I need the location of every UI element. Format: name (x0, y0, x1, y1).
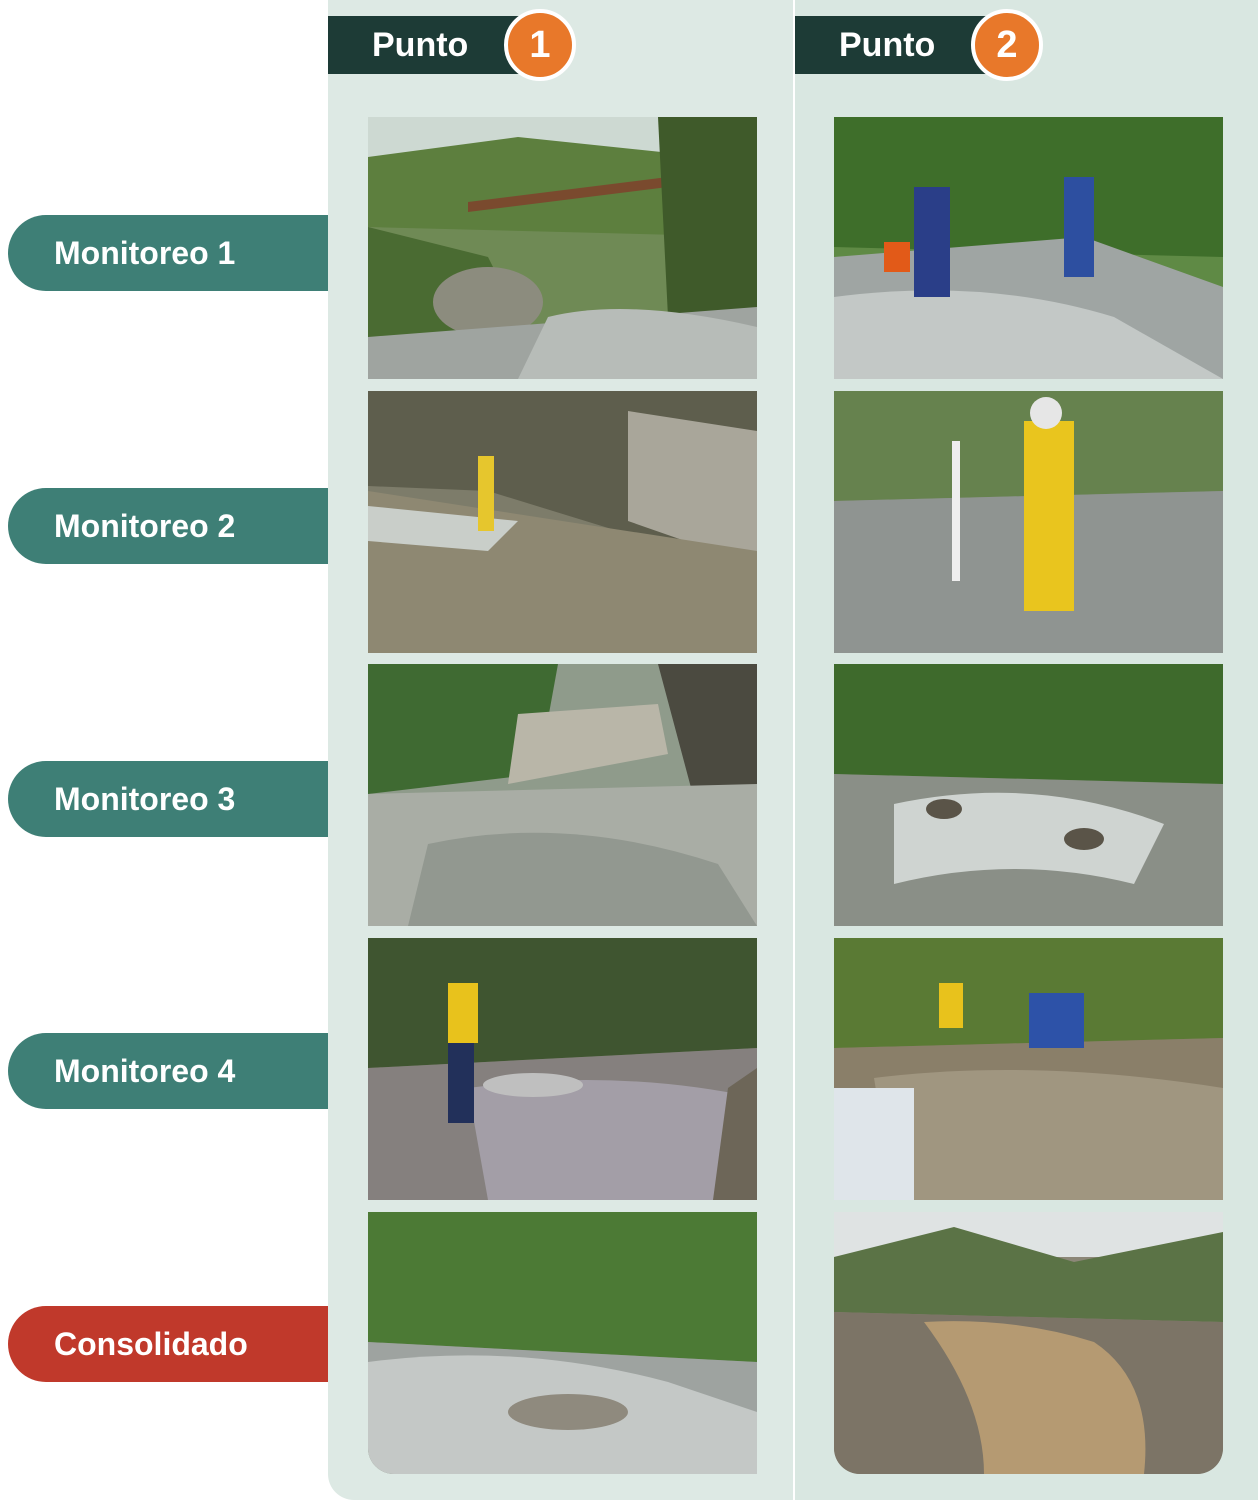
photo-punto-1-monitoreo-2 (368, 391, 757, 653)
photo-punto-1-consolidado (368, 1212, 757, 1474)
row-label-consolidado: Consolidado (8, 1306, 328, 1382)
photo-punto-2-monitoreo-2 (834, 391, 1223, 653)
photo-punto-2-monitoreo-1 (834, 117, 1223, 379)
photo-punto-2-monitoreo-3 (834, 664, 1223, 926)
photo-punto-2-consolidado (834, 1212, 1223, 1474)
photo-punto-2-monitoreo-4 (834, 938, 1223, 1200)
row-label-monitoreo-2: Monitoreo 2 (8, 488, 328, 564)
column-header-punto-1: Punto (328, 16, 538, 74)
column-number-badge: 2 (971, 9, 1043, 81)
column-header-label: Punto (839, 26, 936, 64)
row-label-monitoreo-4: Monitoreo 4 (8, 1033, 328, 1109)
column-header-punto-2: Punto (795, 16, 1005, 74)
photo-punto-1-monitoreo-4 (368, 938, 757, 1200)
row-label-monitoreo-3: Monitoreo 3 (8, 761, 328, 837)
column-number-badge: 1 (504, 9, 576, 81)
photo-punto-1-monitoreo-3 (368, 664, 757, 926)
row-label-monitoreo-1: Monitoreo 1 (8, 215, 328, 291)
photo-punto-1-monitoreo-1 (368, 117, 757, 379)
column-header-label: Punto (372, 26, 469, 64)
